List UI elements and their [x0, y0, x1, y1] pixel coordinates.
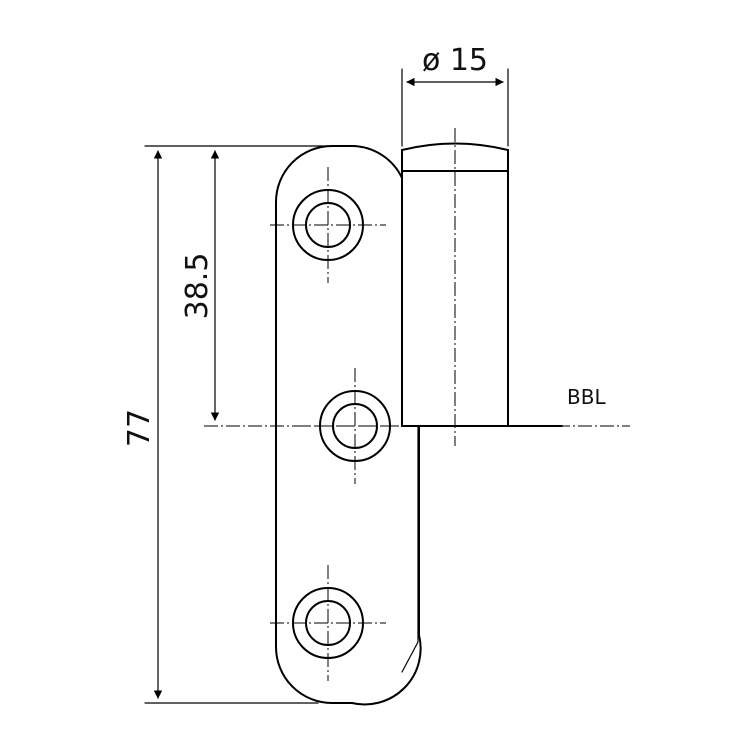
dimension-pin-diameter: ø 15 [401, 43, 509, 147]
hinge-leaf [275, 145, 422, 706]
dimension-hole-spacing: 38.5 [180, 150, 220, 421]
hinge-pin [401, 128, 509, 446]
leaf-outline [275, 145, 422, 706]
mounting-hole-top [270, 167, 386, 283]
pin-cap [401, 142, 509, 151]
bbl-reference: BBL [204, 385, 630, 427]
hole-spacing-value: 38.5 [180, 253, 215, 320]
pin-diameter-value: ø 15 [422, 43, 488, 78]
mounting-hole-bottom [270, 565, 386, 681]
mounting-hole-middle [297, 368, 413, 484]
leaf-return-bevel [401, 641, 419, 673]
dimension-total-height: 77 [122, 145, 329, 704]
total-height-value: 77 [122, 409, 157, 447]
bbl-label: BBL [567, 385, 606, 409]
